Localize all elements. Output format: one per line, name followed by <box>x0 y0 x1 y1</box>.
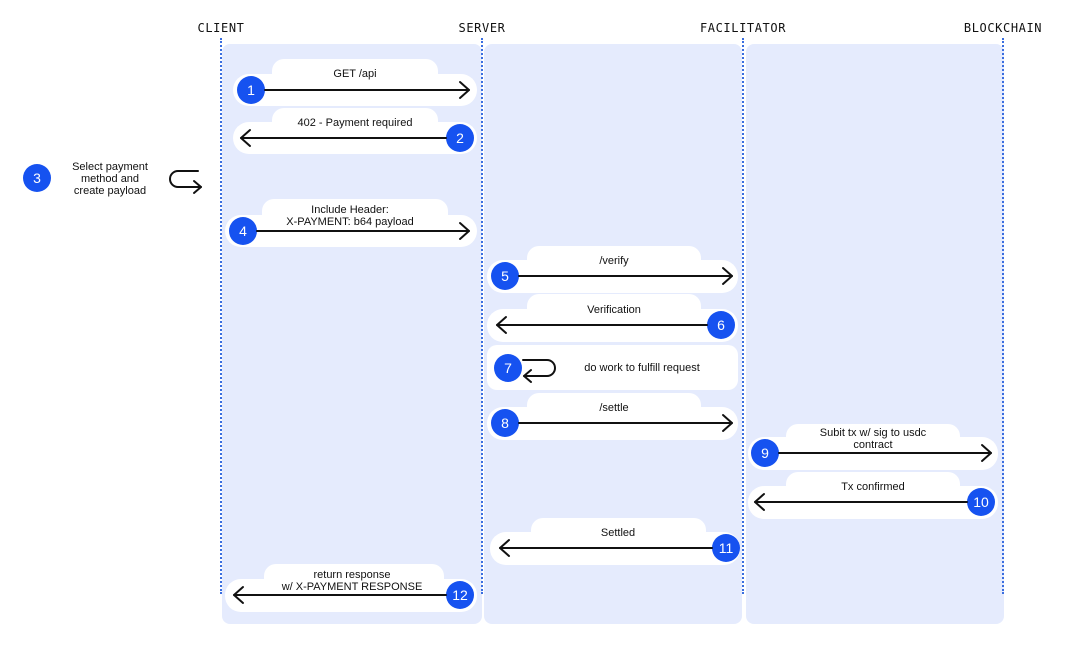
actor-facilitator: FACILITATOR <box>699 21 787 35</box>
step-1-badge: 1 <box>237 76 265 104</box>
step-1-arrow <box>264 81 470 99</box>
step-8-badge: 8 <box>491 409 519 437</box>
step-10-arrow <box>754 493 968 511</box>
step-6-arrow <box>496 316 708 334</box>
step-3-u-turn-arrowhead <box>193 180 202 194</box>
lifeline-server <box>481 38 483 594</box>
lifeline-client <box>220 38 222 594</box>
step-7-label: do work to fulfill request <box>584 362 700 374</box>
step-9-label-line-1: Subit tx w/ sig to usdc <box>819 427 927 439</box>
step-7-loop-arrowhead <box>523 369 532 383</box>
step-7-badge: 7 <box>494 354 522 382</box>
step-7-loop-arrow <box>522 359 556 377</box>
step-11-badge: 11 <box>712 534 740 562</box>
actor-client: CLIENT <box>197 21 245 35</box>
step-12-label-line-1: return response <box>313 569 391 581</box>
step-2-label: 402 - Payment required <box>297 117 413 129</box>
step-3-label-line-3: create payload <box>73 185 147 197</box>
step-2-badge: 2 <box>446 124 474 152</box>
step-3-label-line-2: method and <box>80 173 140 185</box>
step-12-label-line-2: w/ X-PAYMENT RESPONSE <box>281 581 423 593</box>
step-11-arrow <box>499 539 713 557</box>
step-12-badge: 12 <box>446 581 474 609</box>
step-11-label: Settled <box>600 527 636 539</box>
step-6-badge: 6 <box>707 311 735 339</box>
step-3-label-line-1: Select payment <box>72 161 148 173</box>
actor-blockchain: BLOCKCHAIN <box>963 21 1043 35</box>
step-4-arrow <box>256 222 470 240</box>
step-12-arrow <box>233 586 447 604</box>
step-4-label-line-2: X-PAYMENT: b64 payload <box>286 216 414 228</box>
step-4-badge: 4 <box>229 217 257 245</box>
step-3-badge: 3 <box>23 164 51 192</box>
step-7-pill <box>487 345 738 390</box>
lifeline-blockchain <box>1002 38 1004 594</box>
facilitator-blockchain-lane <box>746 44 1004 624</box>
step-6-label: Verification <box>587 304 641 316</box>
step-8-arrow <box>518 414 733 432</box>
step-10-label: Tx confirmed <box>841 481 905 493</box>
step-3-u-turn-arrow <box>169 170 202 188</box>
step-9-badge: 9 <box>751 439 779 467</box>
step-8-label: /settle <box>599 402 629 414</box>
step-3-pill <box>18 155 216 203</box>
actor-server: SERVER <box>458 21 506 35</box>
step-10-badge: 10 <box>967 488 995 516</box>
step-4-label-line-1: Include Header: <box>311 204 389 216</box>
step-2-arrow <box>240 129 447 147</box>
step-5-arrow <box>518 267 733 285</box>
step-5-label: /verify <box>599 255 629 267</box>
step-1-label: GET /api <box>333 68 377 80</box>
step-9-arrow <box>778 444 992 462</box>
lifeline-facilitator <box>742 38 744 594</box>
step-5-badge: 5 <box>491 262 519 290</box>
step-9-label-line-2: contract <box>853 439 893 451</box>
